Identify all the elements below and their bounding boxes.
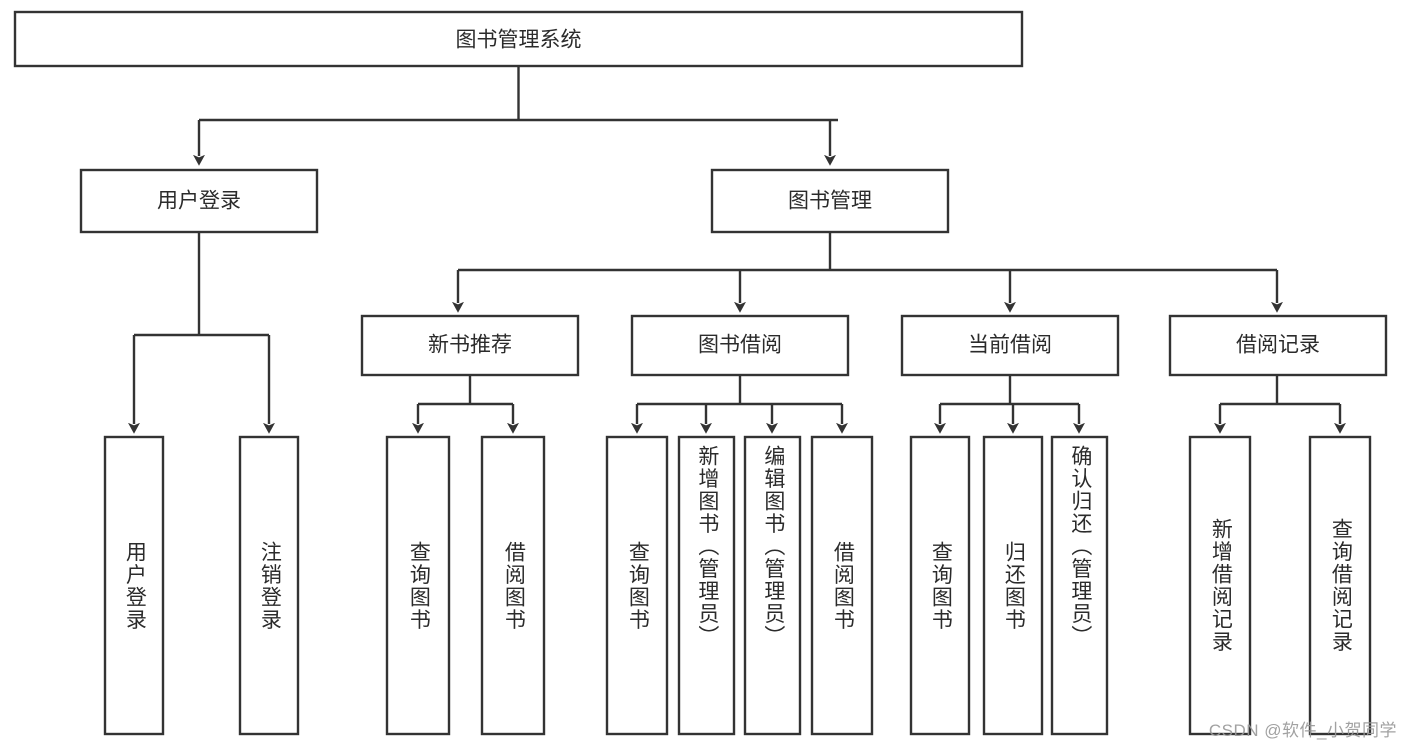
leaf-box-query-borrow-record[interactable] <box>1308 435 1372 736</box>
node-box-user-login[interactable] <box>79 168 319 234</box>
node-box-root[interactable] <box>13 10 1024 68</box>
node-label-current-borrow: 当前借阅 <box>968 334 1052 357</box>
leaf-box-query-book-new[interactable] <box>385 435 451 736</box>
leaf-box-confirm-return-admin[interactable] <box>1050 435 1109 736</box>
node-box-book-borrow[interactable] <box>630 314 850 377</box>
node-label-new-book-recommend: 新书推荐 <box>428 334 512 357</box>
leaf-box-return-book[interactable] <box>982 435 1044 736</box>
leaf-box-add-book-admin[interactable] <box>677 435 736 736</box>
watermark-text: CSDN @软件_小贺同学 <box>1208 721 1397 740</box>
node-label-book-borrow: 图书借阅 <box>698 334 782 357</box>
leaf-box-add-borrow-record[interactable] <box>1188 435 1252 736</box>
leaf-box-query-book-current[interactable] <box>909 435 971 736</box>
node-box-book-management[interactable] <box>710 168 950 234</box>
node-box-borrow-records[interactable] <box>1168 314 1388 377</box>
leaf-box-query-book-borrow[interactable] <box>605 435 669 736</box>
leaf-box-borrow-book[interactable] <box>810 435 874 736</box>
connector-layer <box>128 66 1346 434</box>
node-box-current-borrow[interactable] <box>900 314 1120 377</box>
node-label-book-management: 图书管理 <box>788 190 872 213</box>
node-label-borrow-records: 借阅记录 <box>1236 334 1320 357</box>
node-box-new-book-recommend[interactable] <box>360 314 580 377</box>
node-label-root: 图书管理系统 <box>456 29 582 52</box>
node-layer: 图书管理系统 用户登录 图书管理 新书推荐 图书借阅 当前借阅 借阅记录 <box>13 10 1388 736</box>
leaf-box-logout-login[interactable] <box>238 435 300 736</box>
leaf-box-user-login[interactable] <box>103 435 165 736</box>
node-label-user-login: 用户登录 <box>157 190 241 213</box>
leaf-box-edit-book-admin[interactable] <box>743 435 802 736</box>
leaf-box-borrow-book-new[interactable] <box>480 435 546 736</box>
